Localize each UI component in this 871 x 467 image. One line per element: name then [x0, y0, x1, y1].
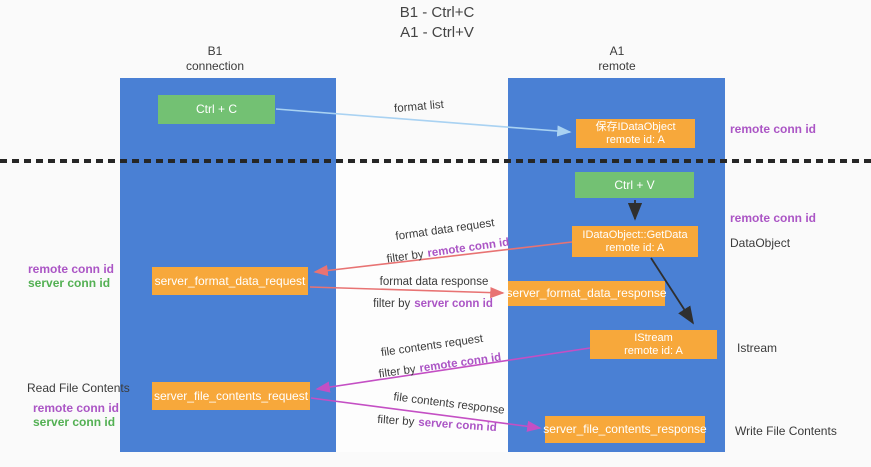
- ctrl-v-label: Ctrl + V: [614, 177, 655, 192]
- format-list-label: format list: [393, 98, 445, 116]
- istream-line2: remote id: A: [624, 344, 683, 357]
- lifeline-header-b1: B1 connection: [155, 44, 275, 74]
- server-file-contents-request-node: server_file_contents_request: [152, 382, 310, 410]
- lifeline-b1-name: B1: [207, 44, 223, 58]
- format-data-response-label: format data response: [379, 276, 489, 288]
- ctrl-c-node: Ctrl + C: [158, 95, 275, 124]
- server-file-contents-request-label: server_file_contents_request: [153, 388, 309, 403]
- write-file-contents-label: Write File Contents: [735, 424, 837, 438]
- server-format-data-response-node: server_format_data_response: [506, 281, 667, 306]
- idataobject-getdata-line1: IDataObject::GetData: [582, 228, 688, 241]
- lifeline-a1-name: A1: [609, 44, 625, 58]
- server-conn-id-text: server conn id: [414, 298, 493, 310]
- filter-by-text: filter by: [373, 298, 411, 310]
- remote-conn-id-label-top-right: remote conn id: [730, 122, 817, 136]
- remote-conn-id-label-mid-right: remote conn id: [730, 211, 817, 225]
- idataobject-getdata-node: IDataObject::GetData remote id: A: [572, 226, 698, 257]
- lifeline-header-a1: A1 remote: [557, 44, 677, 74]
- save-idataobject-node: 保存IDataObject remote id: A: [576, 119, 695, 148]
- diagram-title-line2: A1 - Ctrl+V: [400, 24, 474, 41]
- server-format-data-request-label: server_format_data_request: [154, 273, 306, 288]
- remote-conn-id-label-left-bottom: remote conn id: [33, 401, 120, 415]
- dataobject-label: DataObject: [730, 236, 791, 250]
- server-conn-id-label-left-top: server conn id: [28, 276, 111, 290]
- lifeline-a1-subtitle: remote: [598, 59, 636, 73]
- session-divider-dashed-line: [0, 159, 871, 163]
- istream-side-label: Istream: [737, 341, 778, 355]
- istream-node: IStream remote id: A: [590, 330, 717, 359]
- lifeline-b1-subtitle: connection: [185, 59, 245, 73]
- idataobject-getdata-line2: remote id: A: [605, 241, 665, 254]
- ctrl-c-label: Ctrl + C: [195, 102, 237, 116]
- read-file-contents-label: Read File Contents: [27, 381, 130, 395]
- diagram-title-line1: B1 - Ctrl+C: [399, 4, 475, 21]
- server-file-contents-response-node: server_file_contents_response: [543, 416, 707, 443]
- save-idataobject-line2: remote id: A: [606, 133, 665, 146]
- server-format-data-response-label: server_format_data_response: [506, 286, 667, 300]
- ctrl-v-node: Ctrl + V: [575, 172, 694, 198]
- server-format-data-request-node: server_format_data_request: [152, 267, 308, 295]
- istream-line1: IStream: [634, 331, 673, 344]
- server-conn-id-label-left-bottom: server conn id: [33, 415, 116, 429]
- save-idataobject-line1: 保存IDataObject: [595, 120, 676, 133]
- filter-by-text: filter by: [376, 413, 415, 429]
- server-file-contents-response-label: server_file_contents_response: [543, 422, 707, 436]
- remote-conn-id-label-left-top: remote conn id: [28, 262, 115, 276]
